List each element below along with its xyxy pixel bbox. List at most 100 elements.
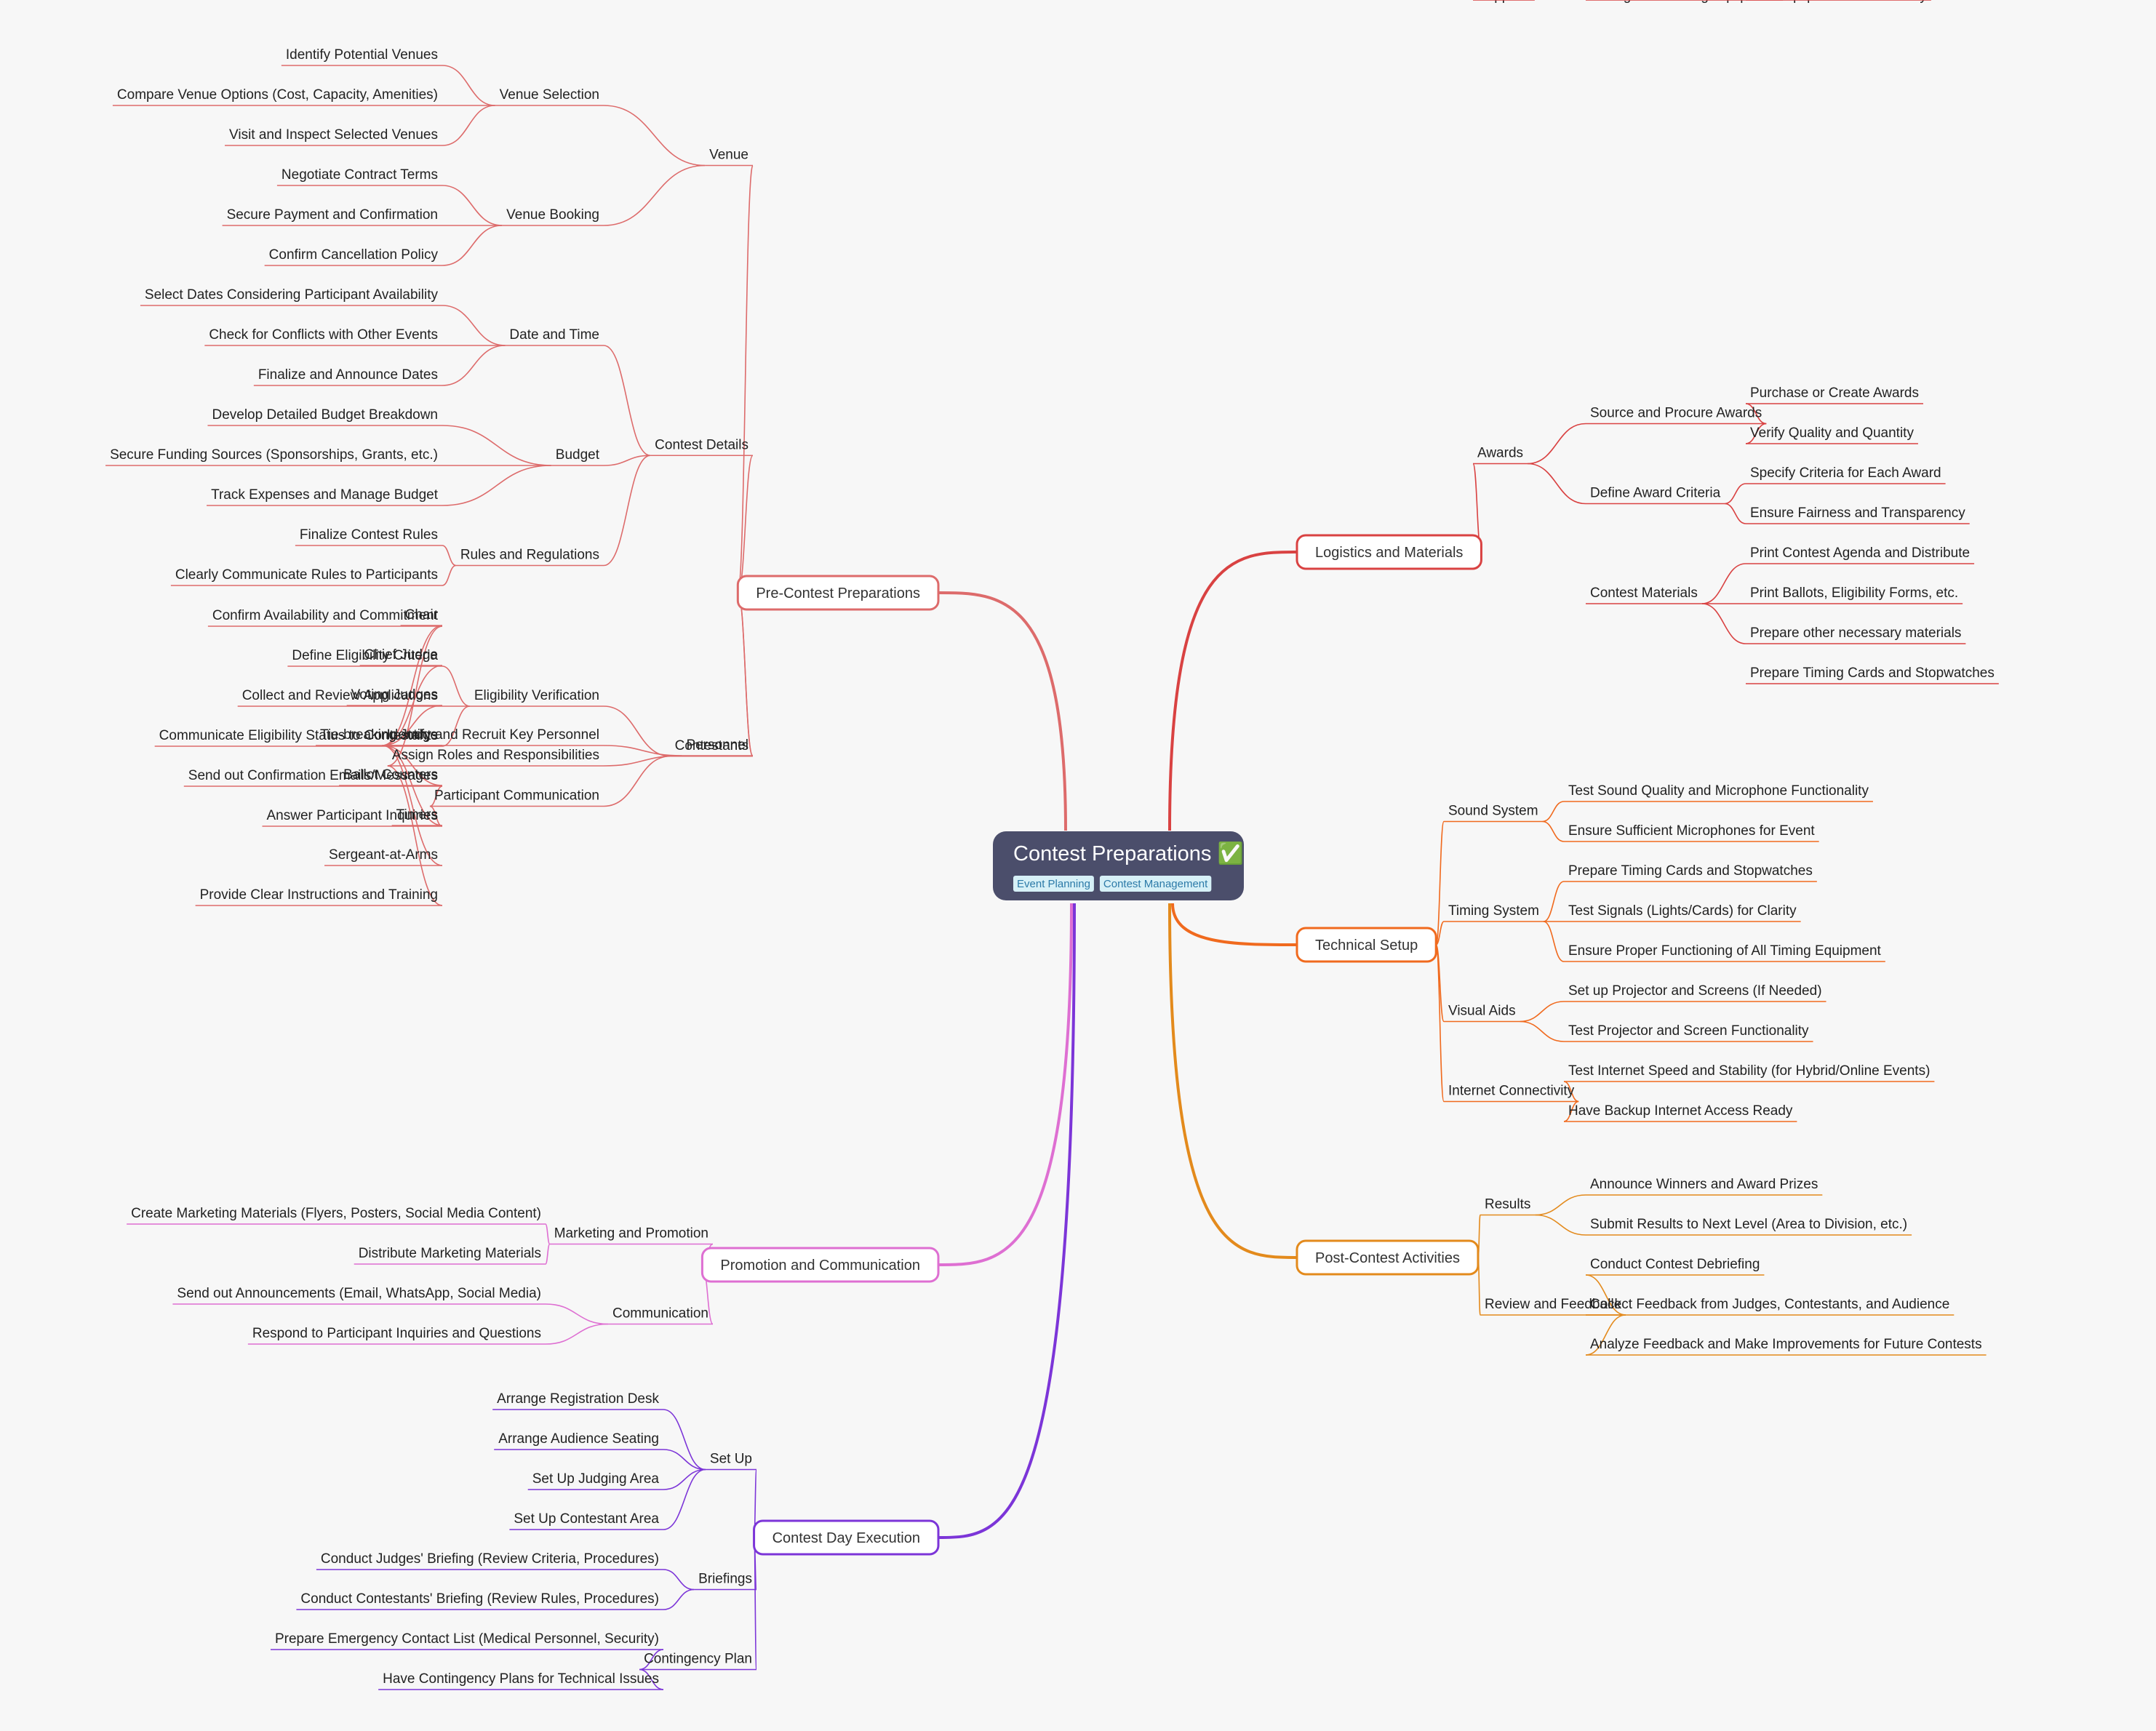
node-assign-roles-and-responsibilities[interactable]: Assign Roles and Responsibilities xyxy=(387,748,604,767)
node-timing-system[interactable]: Timing System xyxy=(1444,903,1544,922)
node-chief-judge[interactable]: Chief Judge xyxy=(359,647,442,666)
node-distribute-marketing-materials[interactable]: Distribute Marketing Materials xyxy=(354,1246,546,1265)
node-venue-booking[interactable]: Venue Booking xyxy=(502,207,604,226)
node-send-out-announcements-email-whatsapp-social-media[interactable]: Send out Announcements (Email, WhatsApp,… xyxy=(172,1286,546,1305)
node-prepare-timing-cards-and-stopwatches[interactable]: Prepare Timing Cards and Stopwatches xyxy=(1746,665,1999,684)
node-contingency-plan[interactable]: Contingency Plan xyxy=(639,1652,756,1671)
node-contest-details[interactable]: Contest Details xyxy=(650,437,753,457)
node-test-equipment-functionality[interactable]: Test Equipment Functionality xyxy=(1746,0,1931,4)
node-test-signals-lights-cards-for-clarity[interactable]: Test Signals (Lights/Cards) for Clarity xyxy=(1564,903,1801,922)
node-conduct-contest-debriefing[interactable]: Conduct Contest Debriefing xyxy=(1586,1257,1765,1276)
node-ensure-proper-functioning-of-all-timing-equipment[interactable]: Ensure Proper Functioning of All Timing … xyxy=(1564,943,1885,962)
node-print-contest-agenda-and-distribute[interactable]: Print Contest Agenda and Distribute xyxy=(1746,545,1975,564)
node-prepare-emergency-contact-list-medical-personnel-security[interactable]: Prepare Emergency Contact List (Medical … xyxy=(270,1631,663,1650)
node-ballot-counters[interactable]: Ballot Counters xyxy=(339,767,442,786)
branch-post-contest-activities[interactable]: Post-Contest Activities xyxy=(1295,1239,1480,1276)
node-participant-communication[interactable]: Participant Communication xyxy=(429,788,604,807)
node-prepare-other-necessary-materials[interactable]: Prepare other necessary materials xyxy=(1746,625,1966,644)
node-check-for-conflicts-with-other-events[interactable]: Check for Conflicts with Other Events xyxy=(204,327,442,346)
node-visit-and-inspect-selected-venues[interactable]: Visit and Inspect Selected Venues xyxy=(225,127,442,146)
node-finalize-and-announce-dates[interactable]: Finalize and Announce Dates xyxy=(253,367,442,386)
node-announce-winners-and-award-prizes[interactable]: Announce Winners and Award Prizes xyxy=(1586,1177,1823,1196)
branch-logistics-and-materials[interactable]: Logistics and Materials xyxy=(1295,534,1482,570)
node-conduct-judges-briefing-review-criteria-procedures[interactable]: Conduct Judges' Briefing (Review Criteri… xyxy=(316,1551,663,1570)
node-ensure-sufficient-microphones-for-event[interactable]: Ensure Sufficient Microphones for Event xyxy=(1564,823,1819,842)
branch-technical-setup[interactable]: Technical Setup xyxy=(1295,927,1437,963)
node-answer-participant-inquiries[interactable]: Answer Participant Inquiries xyxy=(262,808,443,827)
node-budget[interactable]: Budget xyxy=(551,447,604,466)
node-contest-materials[interactable]: Contest Materials xyxy=(1586,585,1702,604)
node-send-out-confirmation-emails-messages[interactable]: Send out Confirmation Emails/Messages xyxy=(183,768,442,787)
node-confirm-cancellation-policy[interactable]: Confirm Cancellation Policy xyxy=(264,247,442,266)
node-timing-and-scoring-equipment[interactable]: Timing and Scoring Equipment xyxy=(1586,0,1784,4)
node-collect-and-review-applications[interactable]: Collect and Review Applications xyxy=(237,688,442,707)
node-conduct-contestants-briefing-review-rules-procedures[interactable]: Conduct Contestants' Briefing (Review Ru… xyxy=(296,1591,663,1610)
node-compare-venue-options-cost-capacity-amenities[interactable]: Compare Venue Options (Cost, Capacity, A… xyxy=(112,87,442,106)
node-set-up-judging-area[interactable]: Set Up Judging Area xyxy=(527,1471,663,1490)
node-arrange-registration-desk[interactable]: Arrange Registration Desk xyxy=(492,1391,663,1410)
node-respond-to-participant-inquiries-and-questions[interactable]: Respond to Participant Inquiries and Que… xyxy=(247,1326,546,1345)
node-have-backup-internet-access-ready[interactable]: Have Backup Internet Access Ready xyxy=(1564,1103,1797,1122)
node-have-contingency-plans-for-technical-issues[interactable]: Have Contingency Plans for Technical Iss… xyxy=(378,1671,663,1690)
node-sound-system[interactable]: Sound System xyxy=(1444,804,1543,823)
node-clearly-communicate-rules-to-participants[interactable]: Clearly Communicate Rules to Participant… xyxy=(170,567,442,586)
node-test-sound-quality-and-microphone-functionality[interactable]: Test Sound Quality and Microphone Functi… xyxy=(1564,783,1873,802)
node-chair[interactable]: Chair xyxy=(400,607,442,626)
node-identify-potential-venues[interactable]: Identify Potential Venues xyxy=(281,47,442,66)
node-track-expenses-and-manage-budget[interactable]: Track Expenses and Manage Budget xyxy=(207,487,442,506)
node-visual-aids[interactable]: Visual Aids xyxy=(1444,1004,1520,1023)
node-timers[interactable]: Timers xyxy=(391,807,442,826)
node-briefings[interactable]: Briefings xyxy=(694,1572,756,1591)
node-internet-connectivity[interactable]: Internet Connectivity xyxy=(1444,1084,1579,1103)
node-set-up-contestant-area[interactable]: Set Up Contestant Area xyxy=(509,1511,663,1530)
node-results[interactable]: Results xyxy=(1480,1197,1536,1216)
node-print-ballots-eligibility-forms-etc[interactable]: Print Ballots, Eligibility Forms, etc. xyxy=(1746,585,1963,604)
node-supplies[interactable]: Supplies xyxy=(1473,0,1535,4)
node-set-up-projector-and-screens-if-needed[interactable]: Set up Projector and Screens (If Needed) xyxy=(1564,983,1826,1002)
node-communicate-eligibility-status-to-contestants[interactable]: Communicate Eligibility Status to Contes… xyxy=(154,728,442,747)
node-contestants[interactable]: Contestants xyxy=(670,738,753,757)
node-set-up[interactable]: Set Up xyxy=(705,1452,756,1471)
node-marketing-and-promotion[interactable]: Marketing and Promotion xyxy=(549,1226,713,1245)
node-venue[interactable]: Venue xyxy=(705,148,753,167)
node-awards[interactable]: Awards xyxy=(1473,446,1528,465)
node-develop-detailed-budget-breakdown[interactable]: Develop Detailed Budget Breakdown xyxy=(207,407,442,426)
node-specify-criteria-for-each-award[interactable]: Specify Criteria for Each Award xyxy=(1746,465,1946,484)
node-source-and-procure-awards[interactable]: Source and Procure Awards xyxy=(1586,406,1767,425)
node-negotiate-contract-terms[interactable]: Negotiate Contract Terms xyxy=(276,167,442,186)
connector-root-post xyxy=(1168,903,1298,1259)
node-venue-selection[interactable]: Venue Selection xyxy=(495,87,604,106)
node-select-dates-considering-participant-availability[interactable]: Select Dates Considering Participant Ava… xyxy=(140,287,442,306)
node-secure-payment-and-confirmation[interactable]: Secure Payment and Confirmation xyxy=(222,207,442,226)
node-test-internet-speed-and-stability-for-hybrid-online-events[interactable]: Test Internet Speed and Stability (for H… xyxy=(1564,1063,1935,1082)
node-create-marketing-materials-flyers-posters-social-media-content[interactable]: Create Marketing Materials (Flyers, Post… xyxy=(127,1206,546,1225)
node-date-and-time[interactable]: Date and Time xyxy=(505,327,604,346)
node-purchase-or-create-awards[interactable]: Purchase or Create Awards xyxy=(1746,385,1923,404)
node-label: Conduct Contestants' Briefing (Review Ru… xyxy=(300,1591,659,1607)
node-eligibility-verification[interactable]: Eligibility Verification xyxy=(469,688,604,707)
node-verify-quality-and-quantity[interactable]: Verify Quality and Quantity xyxy=(1746,425,1918,444)
node-communication[interactable]: Communication xyxy=(608,1306,713,1325)
node-tie-breaking-judge[interactable]: Tie-breaking Judge xyxy=(316,727,442,746)
node-confirm-availability-and-commitment[interactable]: Confirm Availability and Commitment xyxy=(207,608,442,627)
node-analyze-feedback-and-make-improvements-for-future-contests[interactable]: Analyze Feedback and Make Improvements f… xyxy=(1586,1337,1987,1356)
node-finalize-contest-rules[interactable]: Finalize Contest Rules xyxy=(295,527,442,546)
node-prepare-timing-cards-and-stopwatches[interactable]: Prepare Timing Cards and Stopwatches xyxy=(1564,863,1817,882)
node-test-projector-and-screen-functionality[interactable]: Test Projector and Screen Functionality xyxy=(1564,1023,1813,1042)
node-ensure-fairness-and-transparency[interactable]: Ensure Fairness and Transparency xyxy=(1746,505,1970,524)
node-submit-results-to-next-level-area-to-division-etc[interactable]: Submit Results to Next Level (Area to Di… xyxy=(1586,1217,1912,1236)
node-voting-judges[interactable]: Voting Judges xyxy=(346,687,442,706)
node-sergeant-at-arms[interactable]: Sergeant-at-Arms xyxy=(324,847,442,866)
branch-pre-contest-preparations[interactable]: Pre-Contest Preparations xyxy=(736,575,940,611)
node-provide-clear-instructions-and-training[interactable]: Provide Clear Instructions and Training xyxy=(195,887,442,906)
node-label: Test Equipment Functionality xyxy=(1750,0,1927,4)
node-define-eligibility-criteria[interactable]: Define Eligibility Criteria xyxy=(287,648,442,667)
node-rules-and-regulations[interactable]: Rules and Regulations xyxy=(455,548,604,567)
node-secure-funding-sources-sponsorships-grants-etc[interactable]: Secure Funding Sources (Sponsorships, Gr… xyxy=(105,447,442,466)
node-define-award-criteria[interactable]: Define Award Criteria xyxy=(1586,486,1725,505)
node-arrange-audience-seating[interactable]: Arrange Audience Seating xyxy=(494,1431,663,1450)
branch-contest-day-execution[interactable]: Contest Day Execution xyxy=(753,1519,940,1556)
node-collect-feedback-from-judges-contestants-and-audience[interactable]: Collect Feedback from Judges, Contestant… xyxy=(1586,1297,1955,1316)
branch-promotion-and-communication[interactable]: Promotion and Communication xyxy=(700,1247,940,1283)
